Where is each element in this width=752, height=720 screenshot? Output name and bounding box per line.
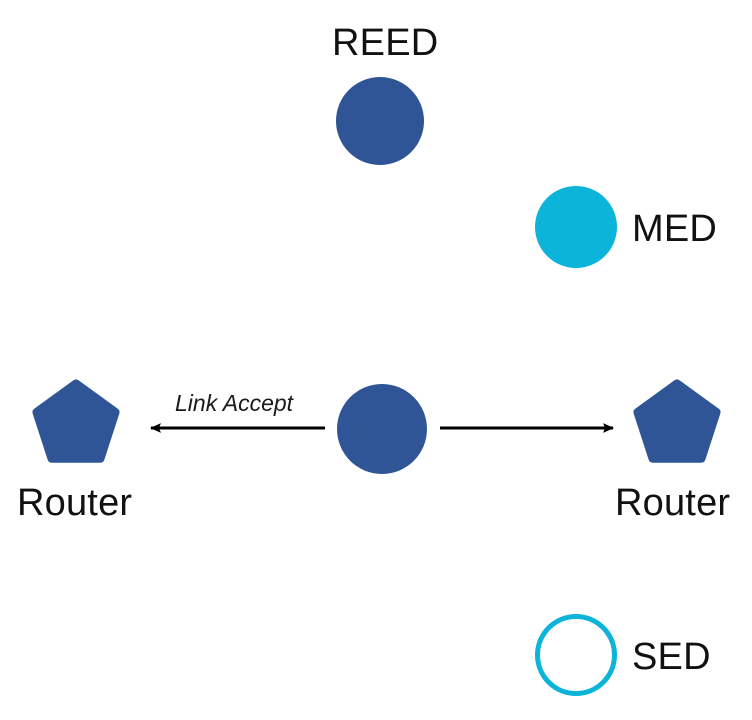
node-label-reed: REED	[332, 22, 439, 64]
node-reed-shape[interactable]	[336, 77, 424, 165]
node-sed-shape[interactable]	[535, 614, 617, 696]
node-med-shape[interactable]	[535, 186, 617, 268]
node-leader-center-shape[interactable]	[337, 384, 427, 474]
node-router-right-shape[interactable]	[633, 379, 721, 463]
node-label-med: MED	[632, 208, 718, 250]
node-label-router-left: Router	[17, 482, 133, 524]
node-router-left-shape[interactable]	[32, 379, 120, 463]
node-label-sed: SED	[632, 636, 711, 678]
edge-label-link-accept: Link Accept	[175, 390, 294, 416]
node-label-router-right: Router	[615, 482, 731, 524]
